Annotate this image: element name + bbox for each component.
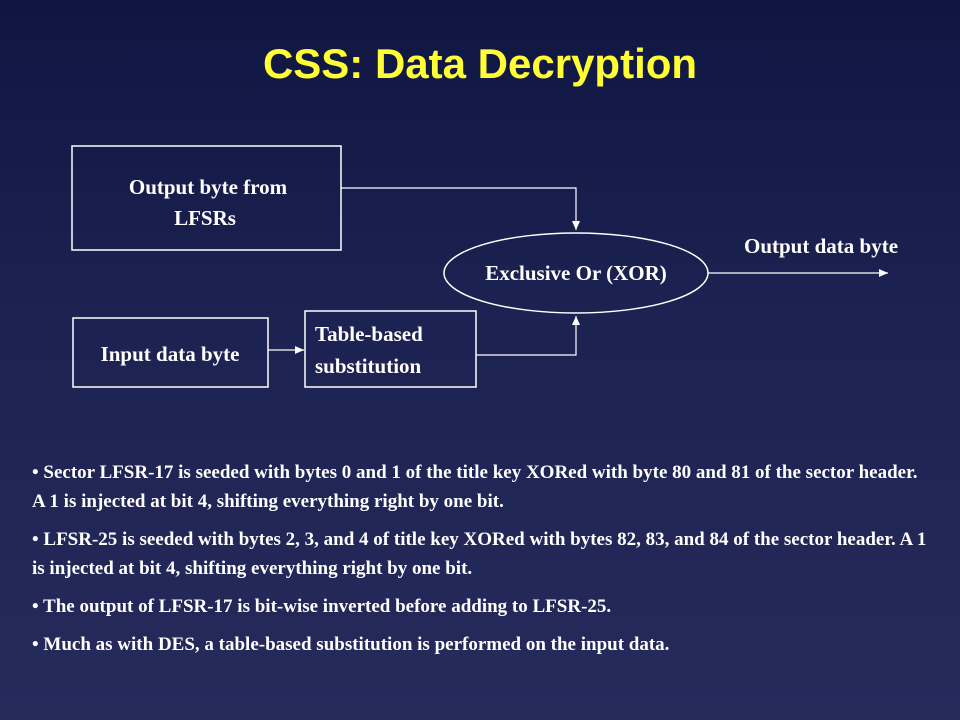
substitution-box: Table-based substitution: [304, 310, 477, 388]
output-data-byte-label: Output data byte: [744, 234, 898, 258]
xor-flow-diagram: Output byte from LFSRs Exclusive Or (XOR…: [71, 145, 898, 388]
slide-title: CSS: Data Decryption: [262, 40, 698, 87]
note-bullet-inversion: • The output of LFSR-17 is bit-wise inve…: [32, 596, 612, 617]
lfsr-output-box: Output byte from LFSRs: [71, 145, 342, 251]
note-bullet-substitution: • Much as with DES, a table-based substi…: [32, 634, 670, 655]
lfsr-output-label-line1: Output byte from: [129, 175, 288, 199]
substitution-label-line2: substitution: [315, 354, 422, 378]
substitution-box-border: [304, 310, 477, 388]
input-data-box-border: [72, 317, 269, 388]
input-data-box: Input data byte: [72, 317, 269, 388]
notes-list: • Sector LFSR-17 is seeded with bytes 0 …: [32, 458, 932, 668]
xor-node: Exclusive Or (XOR): [443, 232, 709, 314]
substitution-to-xor-arrow: [476, 316, 580, 356]
substitution-label-line1: Table-based: [315, 322, 423, 346]
input-data-label: Input data byte: [101, 342, 240, 366]
lfsr-output-label-line2: LFSRs: [174, 206, 236, 230]
note-bullet-lfsr25: • LFSR-25 is seeded with bytes 2, 3, and…: [32, 529, 927, 579]
note-bullet-lfsr17: • Sector LFSR-17 is seeded with bytes 0 …: [32, 462, 918, 512]
xor-label: Exclusive Or (XOR): [485, 261, 667, 285]
lfsr-to-xor-arrow: [341, 187, 580, 230]
lfsr-output-box-border: [71, 145, 342, 251]
